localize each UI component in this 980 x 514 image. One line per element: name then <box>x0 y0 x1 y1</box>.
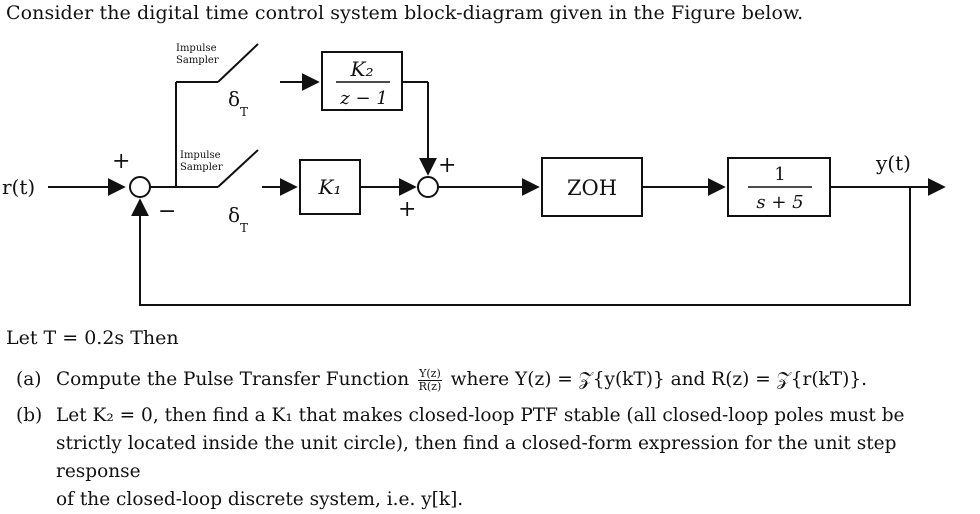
lower-delta-label: δ <box>228 203 240 227</box>
upper-sampler-label-2: Sampler <box>176 55 219 66</box>
feedback-path <box>131 187 911 306</box>
output-label: y(t) <box>875 151 911 175</box>
part-b-line-3: of the closed-loop discrete system, i.e.… <box>56 489 464 510</box>
sum2-plus-bottom: + <box>398 197 416 222</box>
upper-sampler-label-1: Impulse <box>176 43 217 54</box>
problem-intro: Consider the digital time control system… <box>6 2 804 24</box>
summing-junction-1 <box>129 176 151 198</box>
k2-numerator: K₂ <box>350 57 374 81</box>
part-b-label: (b) <box>16 405 43 426</box>
sum2-plus-top: + <box>438 153 456 178</box>
sum1-minus-sign: − <box>158 199 176 224</box>
part-b-line-2: strictly located inside the unit circle)… <box>56 433 897 482</box>
lower-sampler-label-2: Sampler <box>180 162 223 173</box>
part-a-text-before: Compute the Pulse Transfer Function <box>56 369 410 390</box>
part-b-line-1: Let K₂ = 0, then find a K₁ that makes cl… <box>56 405 905 426</box>
upper-sampler-switch <box>217 43 259 83</box>
sum1-plus-sign: + <box>112 149 130 174</box>
upper-delta-sub: T <box>240 105 248 119</box>
part-a-label: (a) <box>16 369 42 390</box>
lower-sampler-switch <box>217 149 259 188</box>
k2-denominator: z − 1 <box>339 88 387 109</box>
part-a-text-after: where Y(z) = 𝒵{y(kT)} and R(z) = 𝒵{r(kT)… <box>450 369 867 390</box>
block-diagram: r(t) y(t) + − + + Impulse Sampler δ T Im… <box>2 43 946 306</box>
zoh-label: ZOH <box>567 176 617 200</box>
pulse-transfer-fraction: Y(z)R(z) <box>418 366 442 393</box>
plant-numerator: 1 <box>774 164 785 185</box>
given-period-line: Let T = 0.2s Then <box>6 327 179 349</box>
upper-delta-label: δ <box>228 87 240 111</box>
lower-sampler-label-1: Impulse <box>180 150 221 161</box>
plant-denominator: s + 5 <box>756 192 803 213</box>
question-part-b: (b) Let K₂ = 0, then find a K₁ that makes… <box>16 402 971 514</box>
question-part-a: (a) Compute the Pulse Transfer Function Y… <box>16 366 971 394</box>
lower-delta-sub: T <box>240 221 248 235</box>
k1-label: K₁ <box>318 175 342 199</box>
summing-junction-2 <box>417 176 439 198</box>
input-label: r(t) <box>2 175 35 199</box>
